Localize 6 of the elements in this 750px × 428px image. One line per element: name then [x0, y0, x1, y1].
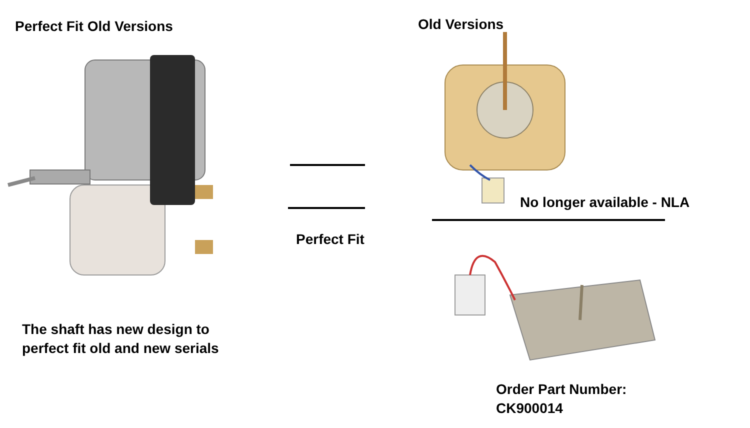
part-number-text: Order Part Number: CK900014: [496, 380, 628, 418]
status-note: No longer available - NLA: [520, 193, 691, 212]
heading: Perfect Fit Old Versions: [15, 17, 174, 36]
description-text: The shaft has new design to perfect fit old and new serials: [22, 320, 220, 358]
caption-label: Perfect Fit: [296, 230, 366, 249]
heading: Old Versions: [418, 15, 505, 34]
